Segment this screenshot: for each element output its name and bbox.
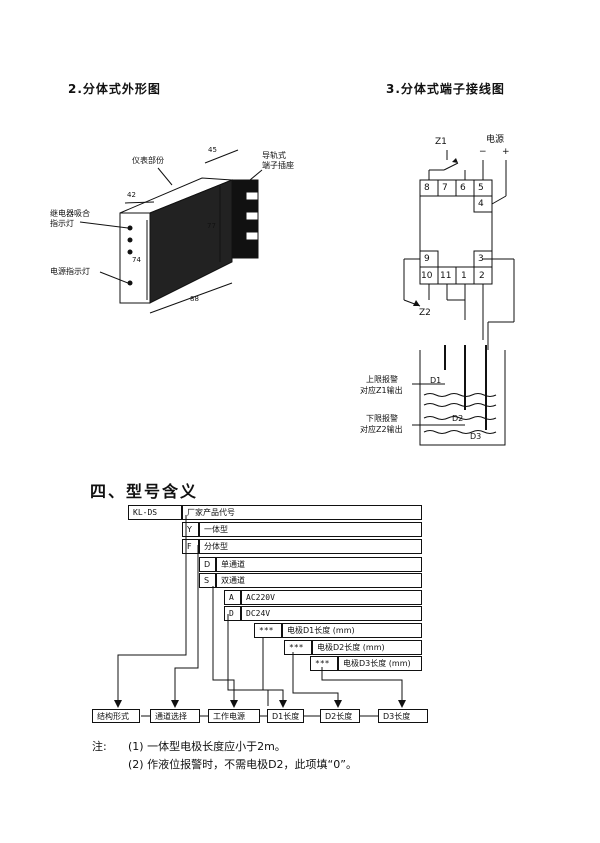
row-dc-desc: DC24V	[241, 606, 422, 621]
bottom-power: 工作电源	[208, 709, 260, 723]
terminal-1: 1	[461, 271, 467, 281]
relay-indicator-label-2: 指示灯	[50, 219, 74, 228]
tank	[419, 350, 506, 446]
row-f-code: F	[182, 539, 199, 554]
dim-42: 42	[127, 191, 136, 199]
power-indicator-label: 电源指示灯	[50, 267, 90, 276]
row-d2-desc: 电极D2长度 (mm)	[312, 640, 422, 655]
terminal-4: 4	[478, 199, 484, 209]
row-d3-code: ***	[310, 656, 338, 671]
dim-45: 45	[208, 146, 217, 154]
model-code-box: KL-DS	[128, 505, 182, 520]
power-minus: −	[479, 147, 487, 157]
bottom-d1: D1长度	[267, 709, 304, 723]
row-d2-code: ***	[284, 640, 312, 655]
row-dc-code: D	[224, 606, 241, 621]
rail-socket-label-1: 导轨式	[262, 151, 286, 160]
terminal-3: 3	[478, 254, 484, 264]
relay-indicator-label-1: 继电器吸合	[50, 209, 90, 218]
row-manufacturer-desc: 厂家产品代号	[182, 505, 422, 520]
row-s-code: S	[199, 573, 216, 588]
terminal-6: 6	[460, 183, 466, 193]
power-indicator-led	[127, 280, 133, 286]
d1-label: D1	[430, 376, 442, 385]
row-d-desc: 单通道	[216, 557, 422, 572]
z1-label: Z1	[435, 137, 447, 147]
bottom-d3: D3长度	[378, 709, 428, 723]
row-y-code: Y	[182, 522, 199, 537]
bottom-structure: 结构形式	[92, 709, 140, 723]
d3-label: D3	[470, 432, 482, 441]
power-plus: +	[502, 147, 510, 157]
upper-alarm-label-1: 上限报警	[366, 375, 398, 384]
row-d3-desc: 电极D3长度 (mm)	[338, 656, 422, 671]
z2-label: Z2	[419, 308, 431, 318]
row-f-desc: 分体型	[199, 539, 422, 554]
lower-alarm-label-2: 对应Z2输出	[360, 425, 403, 434]
lower-alarm-label-1: 下限报警	[366, 414, 398, 423]
d2-label: D2	[452, 414, 464, 423]
terminal-8: 8	[424, 183, 430, 193]
bottom-d2: D2长度	[320, 709, 360, 723]
relay-indicator-led	[127, 225, 133, 231]
row-d1-code: ***	[254, 623, 282, 638]
box-side-face	[149, 179, 233, 304]
terminal-9: 9	[424, 254, 430, 264]
terminal-11: 11	[440, 271, 452, 281]
outline-title: 2.分体式外形图	[68, 82, 161, 96]
row-s-desc: 双通道	[216, 573, 422, 588]
terminal-5: 5	[478, 183, 484, 193]
power-label: 电源	[486, 135, 505, 145]
dim-77: 77	[207, 222, 216, 230]
note-1: (1) 一体型电极长度应小于2m。	[128, 740, 286, 753]
note-2: (2) 作液位报警时，不需电极D2，此项填“0”。	[128, 758, 357, 771]
dim-88: 88	[190, 295, 199, 303]
row-a-desc: AC220V	[241, 590, 422, 605]
row-d-code: D	[199, 557, 216, 572]
meter-part-label: 仪表部份	[132, 156, 164, 165]
model-title: 四、型号含义	[90, 482, 199, 501]
wiring-title: 3.分体式端子接线图	[386, 82, 505, 96]
bottom-channel: 通道选择	[150, 709, 200, 723]
notes-label: 注:	[92, 740, 107, 753]
upper-alarm-label-2: 对应Z1输出	[360, 386, 403, 395]
terminal-10: 10	[421, 271, 433, 281]
terminal-7: 7	[442, 183, 448, 193]
rail-socket-label-2: 端子插座	[262, 161, 294, 170]
row-d1-desc: 电极D1长度 (mm)	[282, 623, 422, 638]
row-y-desc: 一体型	[199, 522, 422, 537]
dim-74: 74	[132, 256, 141, 264]
row-a-code: A	[224, 590, 241, 605]
terminal-2: 2	[479, 271, 485, 281]
